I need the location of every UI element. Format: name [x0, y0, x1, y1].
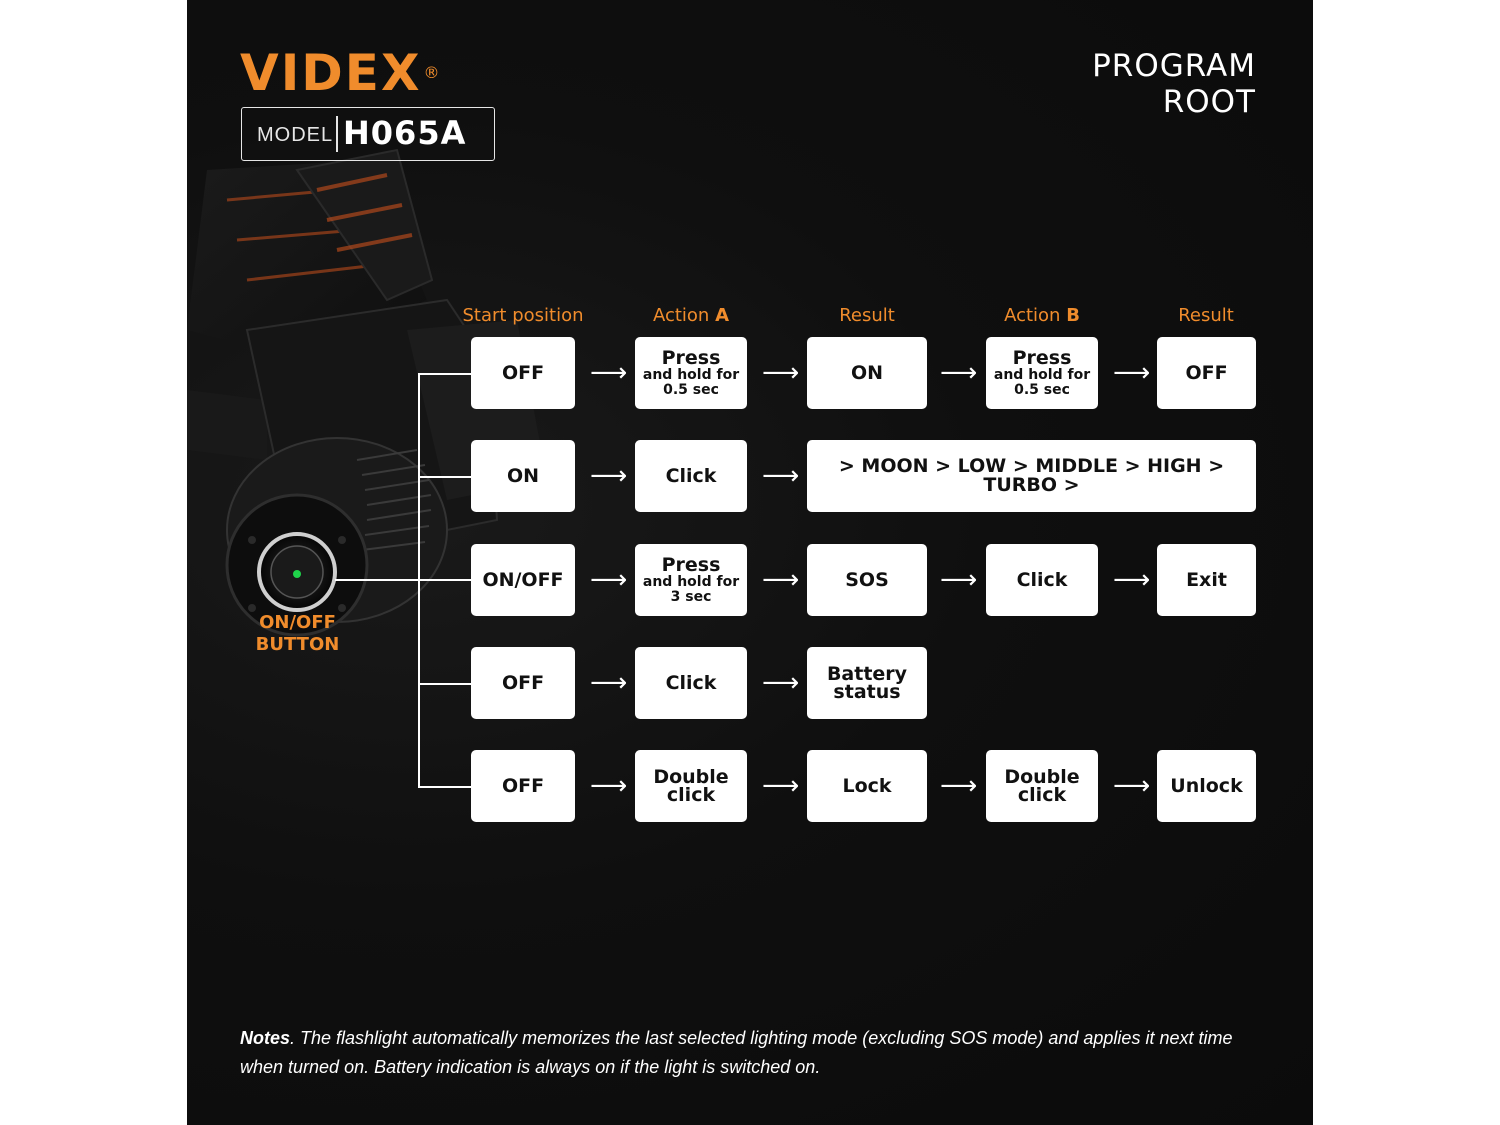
notes-paragraph: Notes. The flashlight automatically memo… [240, 1024, 1280, 1082]
column-header-result-2: Result [1178, 305, 1234, 326]
arrow-icon: ⟶ [762, 358, 800, 388]
result-box: Lock [807, 750, 927, 822]
model-divider [336, 116, 338, 152]
arrow-icon: ⟶ [590, 358, 628, 388]
arrow-icon: ⟶ [762, 771, 800, 801]
tree-branch-line [418, 786, 471, 788]
start-position-box: ON [471, 440, 575, 512]
column-header-result-1: Result [839, 305, 895, 326]
result-box: OFF [1157, 337, 1256, 409]
tree-branch-line [418, 373, 471, 375]
start-position-box: OFF [471, 337, 575, 409]
result-box: ON [807, 337, 927, 409]
start-position-box: ON/OFF [471, 544, 575, 616]
arrow-icon: ⟶ [940, 771, 978, 801]
tree-branch-line [418, 683, 471, 685]
notes-text: . The flashlight automatically memorizes… [240, 1028, 1233, 1077]
model-box [241, 107, 495, 161]
arrow-icon: ⟶ [1113, 771, 1151, 801]
arrow-icon: ⟶ [940, 358, 978, 388]
result-box: SOS [807, 544, 927, 616]
page-title: PROGRAM ROOT [1092, 48, 1256, 120]
mode-cycle-box: > MOON > LOW > MIDDLE > HIGH > TURBO > [807, 440, 1256, 512]
arrow-icon: ⟶ [590, 668, 628, 698]
headlamp-illustration [187, 148, 547, 637]
brand-logo: VIDEX® [240, 44, 442, 102]
arrow-icon: ⟶ [590, 771, 628, 801]
arrow-icon: ⟶ [1113, 358, 1151, 388]
action-b-box: Click [986, 544, 1098, 616]
action-a-box: Click [635, 440, 747, 512]
arrow-icon: ⟶ [590, 461, 628, 491]
arrow-icon: ⟶ [762, 668, 800, 698]
tree-branch-line [418, 476, 471, 478]
arrow-icon: ⟶ [762, 461, 800, 491]
result-box: Unlock [1157, 750, 1256, 822]
notes-label: Notes [240, 1028, 291, 1048]
tree-branch-line [335, 579, 471, 581]
action-a-box: Click [635, 647, 747, 719]
model-label: MODEL [257, 124, 334, 146]
column-header-action-b: Action B [1004, 305, 1080, 326]
start-position-box: OFF [471, 647, 575, 719]
model-value: H065A [343, 114, 467, 152]
column-header-start: Start position [462, 305, 584, 326]
arrow-icon: ⟶ [940, 565, 978, 595]
background-panel [187, 0, 1313, 1125]
arrow-icon: ⟶ [590, 565, 628, 595]
arrow-icon: ⟶ [762, 565, 800, 595]
result-box: Exit [1157, 544, 1256, 616]
start-position-box: OFF [471, 750, 575, 822]
column-header-action-a: Action A [652, 305, 730, 326]
arrow-icon: ⟶ [1113, 565, 1151, 595]
